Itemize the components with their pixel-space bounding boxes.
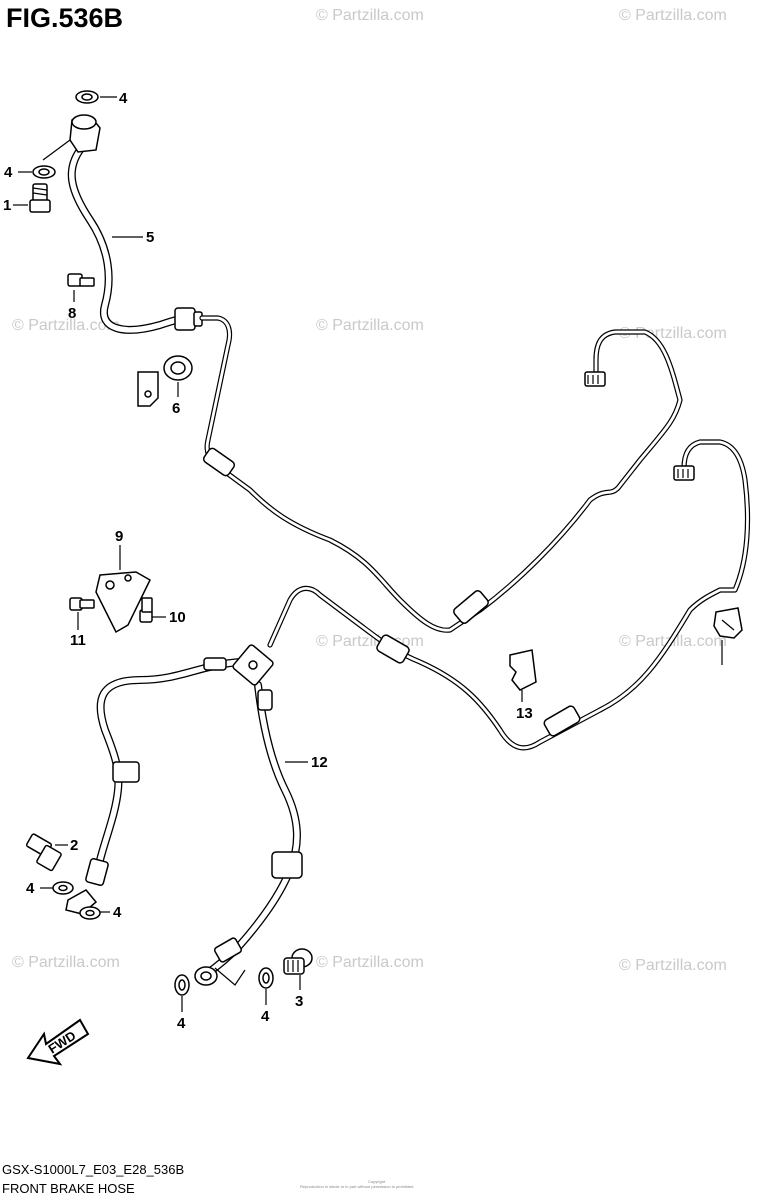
hose-clip <box>112 761 140 783</box>
watermarks: © Partzilla.com © Partzilla.com © Partzi… <box>12 7 727 974</box>
brake-pipe-a <box>199 315 683 633</box>
bracket-8 <box>95 571 151 634</box>
banjo-eye <box>71 114 97 130</box>
model-code: GSX-S1000L7_E03_E28_536B <box>2 1162 184 1177</box>
watermark: © Partzilla.com <box>316 7 424 24</box>
pipe-grommet <box>202 447 236 477</box>
washer-4-caliper-left <box>52 881 74 895</box>
callout-11: 12 <box>311 754 328 771</box>
brake-hose-lower <box>65 644 303 986</box>
callout-labels: 4 4 1 5 8 6 9 10 11 12 13 2 4 4 4 4 3 <box>3 90 533 1032</box>
flare-nut <box>584 371 606 387</box>
callout-5: 5 <box>146 229 154 246</box>
flare-nut <box>673 465 695 481</box>
pipe-grommet <box>453 590 489 624</box>
callout-4: 4 <box>119 90 128 107</box>
hose-collar <box>213 937 243 963</box>
banjo-bolt-3 <box>283 948 313 975</box>
hose-clip <box>271 851 303 879</box>
callout-12: 13 <box>516 705 533 722</box>
copyright-notice: Reproduction in whole or in part without… <box>300 1184 413 1189</box>
brake-pipe-b <box>267 439 751 751</box>
figure-caption: FRONT BRAKE HOSE <box>2 1181 135 1196</box>
callout-3: 3 <box>295 993 303 1010</box>
callout-8: 9 <box>115 528 123 545</box>
watermark: © Partzilla.com <box>619 957 727 974</box>
washer-4-caliper-left-b <box>79 906 101 920</box>
watermark: © Partzilla.com <box>316 954 424 971</box>
callout-4: 4 <box>26 880 35 897</box>
callout-2: 2 <box>70 837 78 854</box>
figure-title: FIG.536B <box>6 3 123 33</box>
callout-4: 4 <box>113 904 122 921</box>
hose-collar <box>85 858 109 886</box>
washer-4-left <box>32 165 56 179</box>
callout-4: 4 <box>4 164 13 181</box>
callout-7: 8 <box>68 305 76 322</box>
hose-collar <box>203 657 227 671</box>
washer-4-top <box>75 90 99 104</box>
leader-lines <box>13 96 723 1012</box>
washer-4-caliper-right <box>174 974 190 996</box>
banjo-bolt-1 <box>29 183 51 213</box>
callout-6: 6 <box>172 400 180 417</box>
bolt-9 <box>139 597 153 623</box>
hose-collar <box>174 307 196 331</box>
copyright-line: Copyright <box>368 1179 386 1184</box>
bolt-7 <box>67 273 95 287</box>
callout-4: 4 <box>261 1008 270 1025</box>
clamp-13 <box>713 607 743 639</box>
pipe-grommet <box>543 705 581 737</box>
watermark: © Partzilla.com <box>12 954 120 971</box>
clamp-6 <box>137 355 193 407</box>
watermark: © Partzilla.com <box>619 7 727 24</box>
callout-10: 11 <box>70 632 86 649</box>
brake-hose-upper <box>67 114 203 334</box>
bolt-10 <box>69 597 95 611</box>
clamp-12 <box>509 649 537 691</box>
watermark: © Partzilla.com <box>12 317 120 334</box>
pipe-grommet <box>376 634 410 664</box>
joint-bolt-hole <box>248 660 258 670</box>
banjo-bolt-2 <box>25 833 62 872</box>
washer-4-caliper-right-b <box>258 967 274 989</box>
callout-9: 10 <box>169 609 186 626</box>
callout-4: 4 <box>177 1015 186 1032</box>
watermark: © Partzilla.com <box>619 325 727 342</box>
forward-direction-arrow: FWD <box>26 1018 90 1066</box>
watermark: © Partzilla.com <box>316 317 424 334</box>
hose-collar <box>257 689 273 711</box>
callout-1: 1 <box>3 197 11 214</box>
